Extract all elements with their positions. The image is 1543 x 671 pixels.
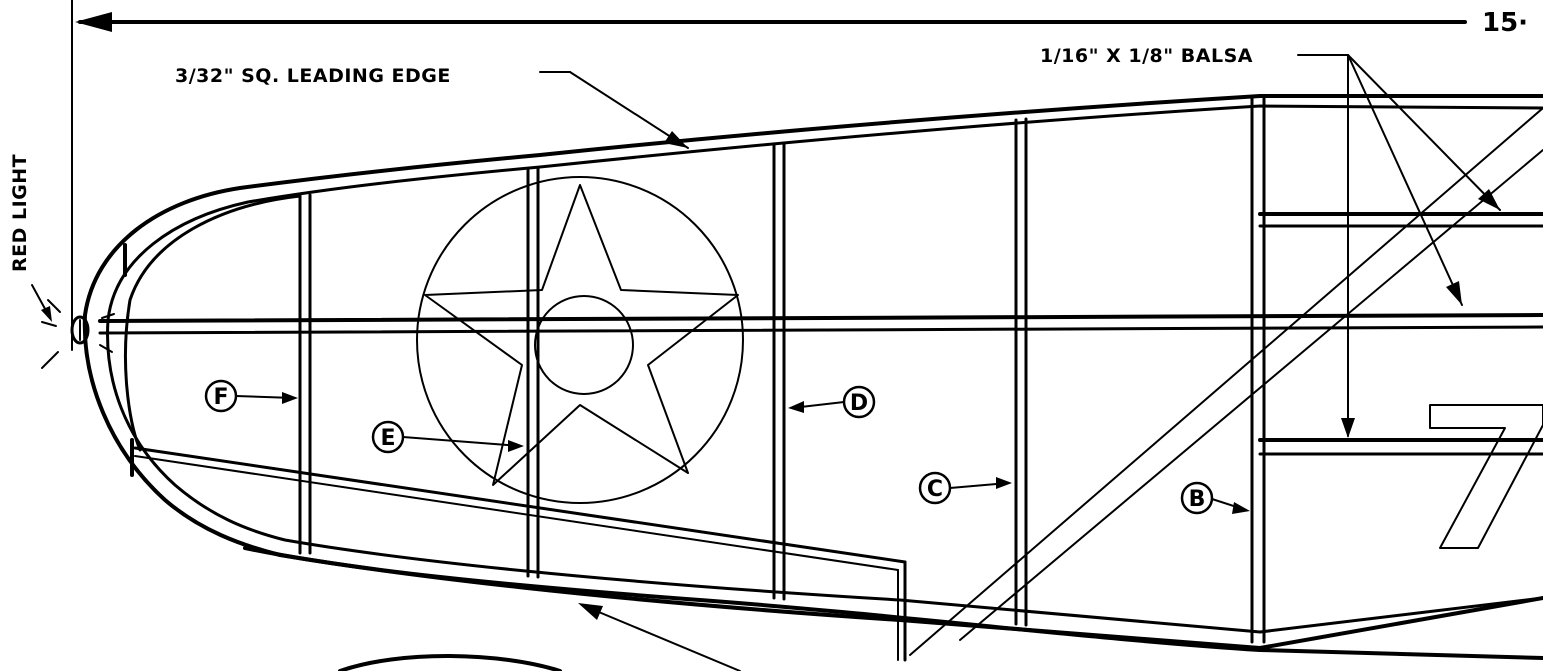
leading-edge-label: 3/32" SQ. LEADING EDGE xyxy=(175,65,451,87)
rib-letter-c: C xyxy=(927,477,943,502)
rib-letter-f: F xyxy=(213,385,228,410)
dimension-label: 15· xyxy=(1482,8,1528,38)
star-insignia xyxy=(416,176,744,504)
main-spar xyxy=(98,313,1543,323)
rib-e xyxy=(526,167,540,579)
red-light-icon xyxy=(31,284,115,369)
dimension-line: 15· xyxy=(71,0,1528,351)
rib-label-e: E xyxy=(371,420,524,454)
tip-inner-curve xyxy=(123,194,302,452)
rib-letter-e: E xyxy=(380,426,395,451)
rib-label-c: C xyxy=(918,471,1012,505)
rib-label-d: D xyxy=(788,385,876,419)
trailing-edge-lower xyxy=(243,546,1543,660)
trailing-spar xyxy=(133,446,907,564)
rib-b xyxy=(1250,96,1266,644)
lower-edge-partial xyxy=(338,654,562,671)
rib-d xyxy=(772,141,786,601)
bottom-callout-arrow xyxy=(578,603,741,671)
diagonal-braces xyxy=(909,107,1543,656)
dimension-arrowhead xyxy=(75,12,112,32)
rib-label-f: F xyxy=(204,379,298,413)
leading-edge-inner xyxy=(106,104,1543,634)
numeral-seven xyxy=(1429,404,1543,549)
spars xyxy=(98,212,1543,662)
balsa-callout: 1/16" X 1/8" BALSA xyxy=(1040,45,1501,438)
balsa-label: 1/16" X 1/8" BALSA xyxy=(1040,45,1253,67)
rib-letter-d: D xyxy=(850,391,868,416)
leading-edge-outer xyxy=(82,94,1543,650)
leading-edge-callout: 3/32" SQ. LEADING EDGE xyxy=(175,65,689,149)
rib-f xyxy=(298,193,312,555)
red-light-label: RED LIGHT xyxy=(9,154,31,272)
rib-label-b: B xyxy=(1180,481,1250,515)
wing-outline xyxy=(82,94,1543,660)
rib-c xyxy=(1014,117,1028,627)
rib-letter-b: B xyxy=(1189,487,1206,512)
ribs xyxy=(298,96,1266,644)
